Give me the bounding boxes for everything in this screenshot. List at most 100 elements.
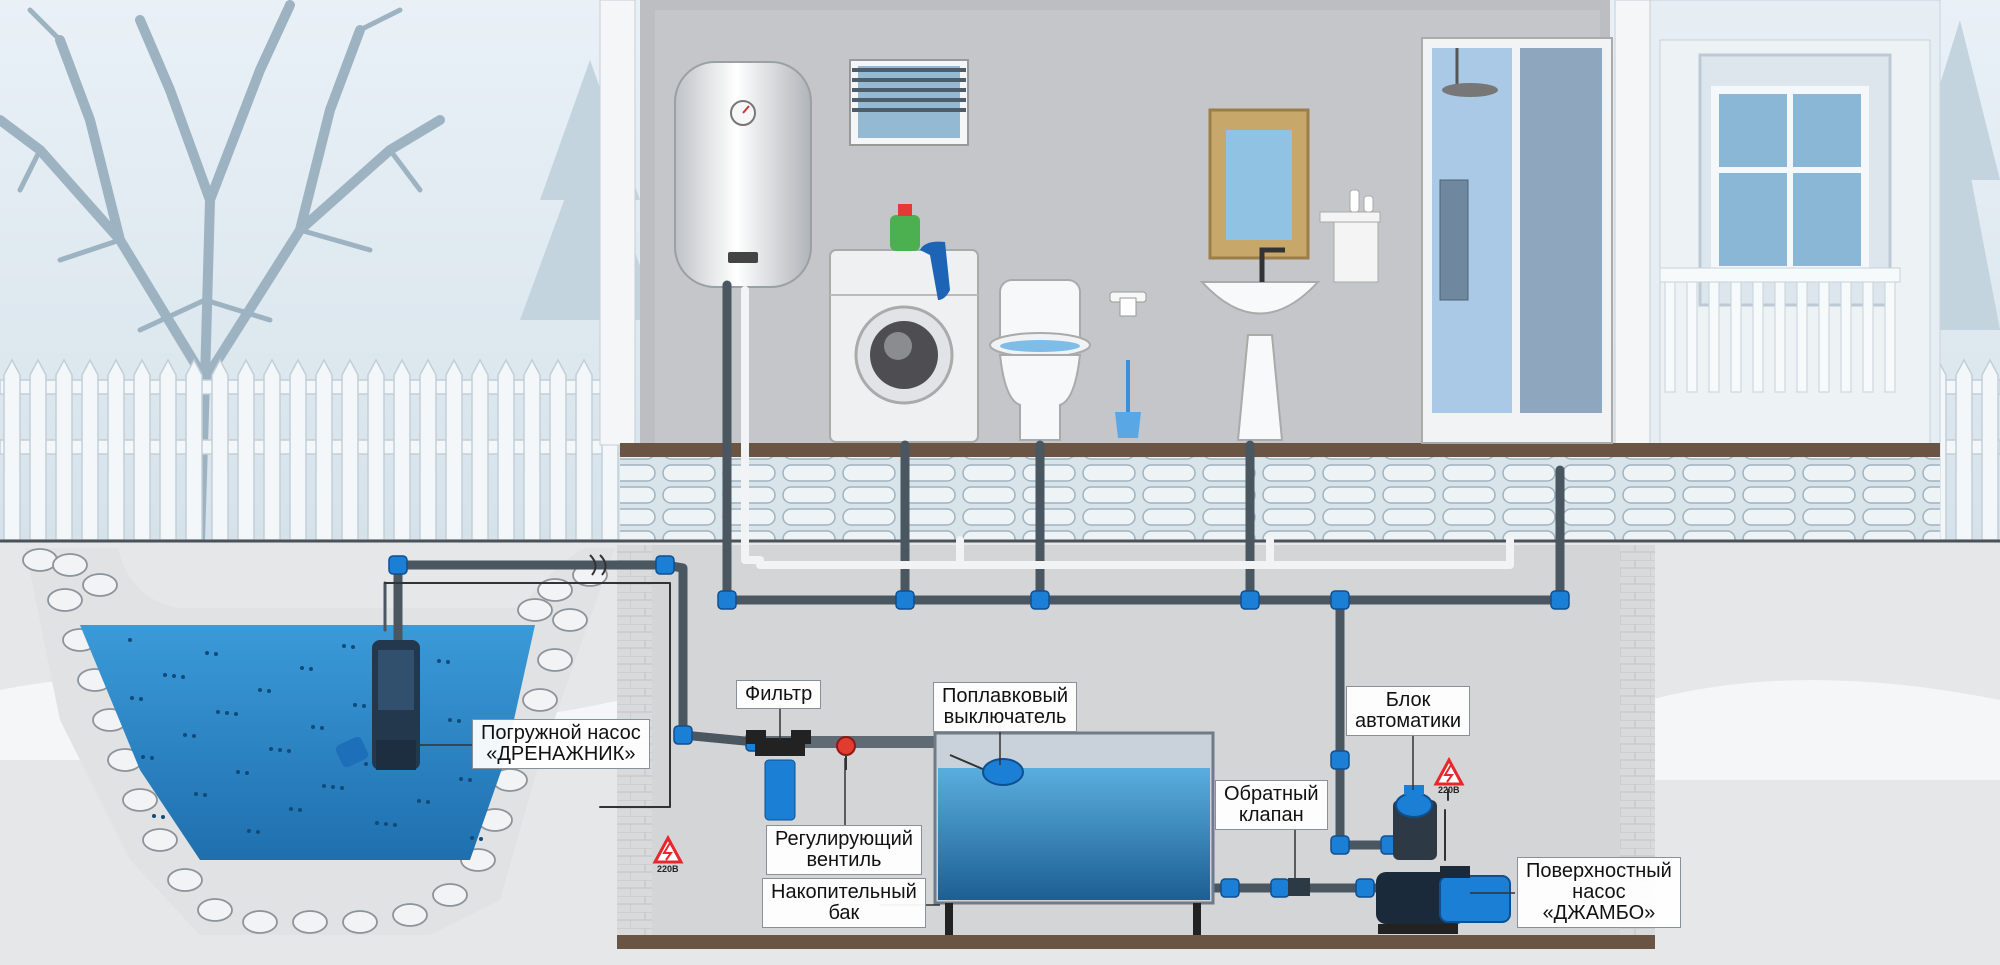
control-valve-label: Регулирующий вентиль bbox=[766, 825, 922, 875]
water-particle bbox=[426, 800, 430, 804]
surface-pump-icon bbox=[1376, 866, 1511, 934]
toilet-brush-icon bbox=[1115, 360, 1141, 438]
submersible-pump-label: Погружной насос «ДРЕНАЖНИК» bbox=[472, 719, 650, 769]
well-stone bbox=[552, 608, 588, 632]
filter-label: Фильтр bbox=[736, 680, 822, 709]
water-particle bbox=[353, 703, 357, 707]
warning-icon bbox=[1433, 756, 1465, 786]
washing-machine-icon bbox=[829, 204, 979, 443]
porch-rail bbox=[1730, 281, 1742, 393]
pipe-fitting bbox=[1220, 878, 1240, 898]
water-particle bbox=[216, 710, 220, 714]
water-particle bbox=[322, 784, 326, 788]
control-valve-icon bbox=[836, 736, 856, 770]
check-valve-label-line1: Обратный bbox=[1224, 783, 1319, 805]
water-particle bbox=[417, 799, 421, 803]
pipe-fitting bbox=[673, 725, 693, 745]
water-particle bbox=[470, 836, 474, 840]
pipe-fitting bbox=[655, 555, 675, 575]
water-particle bbox=[340, 786, 344, 790]
basement-floor bbox=[617, 935, 1655, 949]
pipe-fitting bbox=[1330, 750, 1350, 770]
water-particle bbox=[181, 675, 185, 679]
well-stone bbox=[242, 910, 278, 934]
surface-pump-label-line3: «ДЖАМБО» bbox=[1542, 902, 1656, 924]
water-particle bbox=[183, 733, 187, 737]
fence-picket bbox=[237, 358, 255, 541]
check-valve-label-line2: клапан bbox=[1238, 804, 1304, 826]
water-particle bbox=[139, 697, 143, 701]
fence-picket bbox=[445, 358, 463, 541]
fence-picket bbox=[1955, 358, 1973, 541]
control-valve-label-line1: Регулирующий bbox=[775, 828, 913, 850]
well-stone bbox=[122, 788, 158, 812]
automation-block-label-line1: Блок bbox=[1385, 689, 1431, 711]
check-valve-label: Обратный клапан bbox=[1215, 780, 1328, 830]
float-switch-label-line1: Поплавковый bbox=[942, 685, 1069, 707]
water-particle bbox=[192, 734, 196, 738]
pipe-fitting bbox=[1330, 590, 1350, 610]
fence-picket bbox=[159, 358, 177, 541]
fence-picket bbox=[211, 358, 229, 541]
fence-picket bbox=[471, 358, 489, 541]
pipe-fitting bbox=[388, 555, 408, 575]
water-particle bbox=[437, 659, 441, 663]
storage-tank-label-line2: бак bbox=[828, 902, 860, 924]
pipe-fitting bbox=[1355, 878, 1375, 898]
porch-rail bbox=[1818, 281, 1830, 393]
water-particle bbox=[141, 755, 145, 759]
float-switch-label-line2: выключатель bbox=[943, 706, 1067, 728]
control-valve-label-line2: вентиль bbox=[806, 849, 882, 871]
water-particle bbox=[194, 792, 198, 796]
water-particle bbox=[172, 674, 176, 678]
water-particle bbox=[236, 770, 240, 774]
water-particle bbox=[163, 673, 167, 677]
filter-label-text: Фильтр bbox=[745, 683, 813, 705]
voltage-label-right: 220В bbox=[1438, 785, 1460, 795]
water-particle bbox=[311, 725, 315, 729]
well-stone bbox=[537, 578, 573, 602]
pipe-fitting bbox=[1550, 590, 1570, 610]
fence-picket bbox=[341, 358, 359, 541]
pipe-fitting bbox=[1330, 835, 1350, 855]
voltage-label-left: 220В bbox=[657, 864, 679, 874]
fence-picket bbox=[55, 358, 73, 541]
well-stone bbox=[432, 883, 468, 907]
water-particle bbox=[479, 837, 483, 841]
water-particle bbox=[214, 652, 218, 656]
automation-block-label: Блок автоматики bbox=[1346, 686, 1471, 736]
pipe-fitting bbox=[1030, 590, 1050, 610]
fence-picket bbox=[185, 358, 203, 541]
water-particle bbox=[298, 808, 302, 812]
water-particle bbox=[278, 748, 282, 752]
pipe-fitting bbox=[1240, 590, 1260, 610]
surface-pump-label-line1: Поверхностный bbox=[1526, 860, 1672, 882]
fence-picket bbox=[263, 358, 281, 541]
fence-picket bbox=[419, 358, 437, 541]
submersible-pump-label-line1: Погружной насос bbox=[481, 722, 641, 744]
water-particle bbox=[331, 785, 335, 789]
pipe-fittings bbox=[388, 555, 1570, 898]
water-particle bbox=[342, 644, 346, 648]
window-icon bbox=[849, 59, 969, 146]
porch-rail bbox=[1774, 281, 1786, 393]
water-particle bbox=[300, 666, 304, 670]
snow-drift bbox=[1650, 680, 2000, 780]
surface-pump-label-line2: насос bbox=[1572, 881, 1626, 903]
water-particle bbox=[393, 823, 397, 827]
fence-picket bbox=[81, 358, 99, 541]
water-particle bbox=[128, 638, 132, 642]
well-stone bbox=[82, 573, 118, 597]
fence-picket bbox=[575, 358, 593, 541]
porch-rail bbox=[1708, 281, 1720, 393]
warning-icon bbox=[652, 834, 684, 864]
porch-rail bbox=[1840, 281, 1852, 393]
well-stone bbox=[292, 910, 328, 934]
water-particle bbox=[245, 771, 249, 775]
water-particle bbox=[203, 793, 207, 797]
well-stone bbox=[52, 553, 88, 577]
water-particle bbox=[448, 718, 452, 722]
water-particle bbox=[459, 777, 463, 781]
toilet-paper-icon bbox=[1109, 291, 1147, 317]
